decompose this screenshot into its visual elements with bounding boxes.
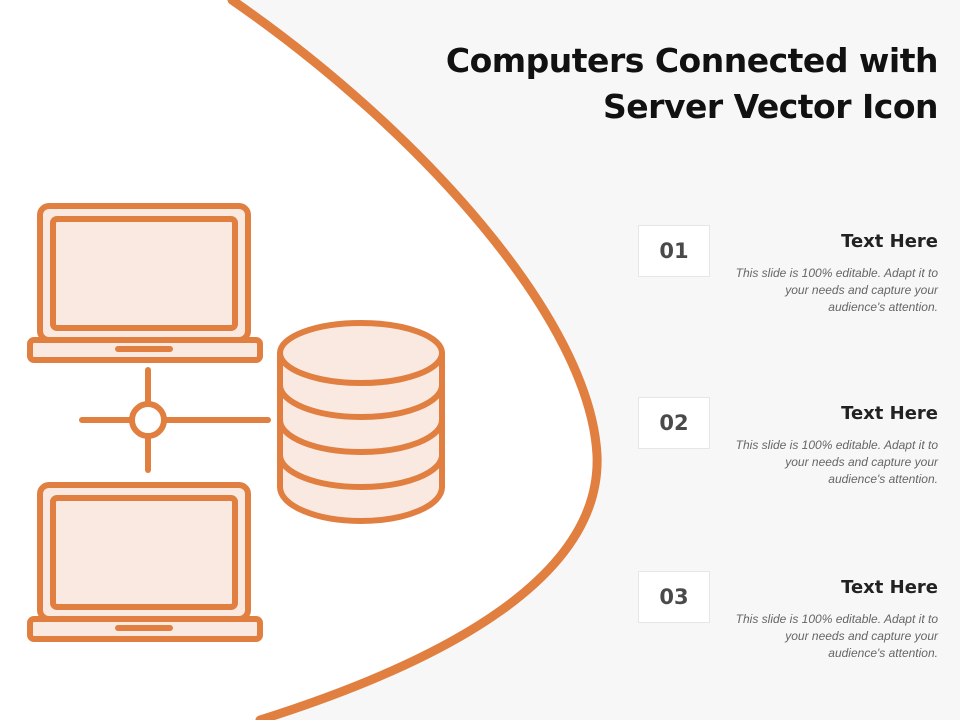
item-description: This slide is 100% editable. Adapt it to… (735, 438, 938, 486)
item-heading: Text Here (841, 403, 938, 424)
laptop-icon (27, 482, 263, 642)
item-description: This slide is 100% editable. Adapt it to… (735, 266, 938, 314)
list-item: 02 Text Here This slide is 100% editable… (0, 397, 960, 507)
network-node-icon (79, 367, 271, 473)
item-description: This slide is 100% editable. Adapt it to… (735, 612, 938, 660)
orange-arc (227, 0, 602, 720)
item-number: 01 (638, 225, 710, 277)
item-number: 03 (638, 571, 710, 623)
list-item: 03 Text Here This slide is 100% editable… (0, 571, 960, 681)
list-item: 01 Text Here This slide is 100% editable… (0, 225, 960, 335)
laptop-icon (27, 203, 263, 363)
item-number: 02 (638, 397, 710, 449)
item-heading: Text Here (841, 577, 938, 598)
slide-title: Computers Connected with Server Vector I… (445, 41, 939, 126)
item-heading: Text Here (841, 231, 938, 252)
database-server-icon (277, 320, 445, 524)
